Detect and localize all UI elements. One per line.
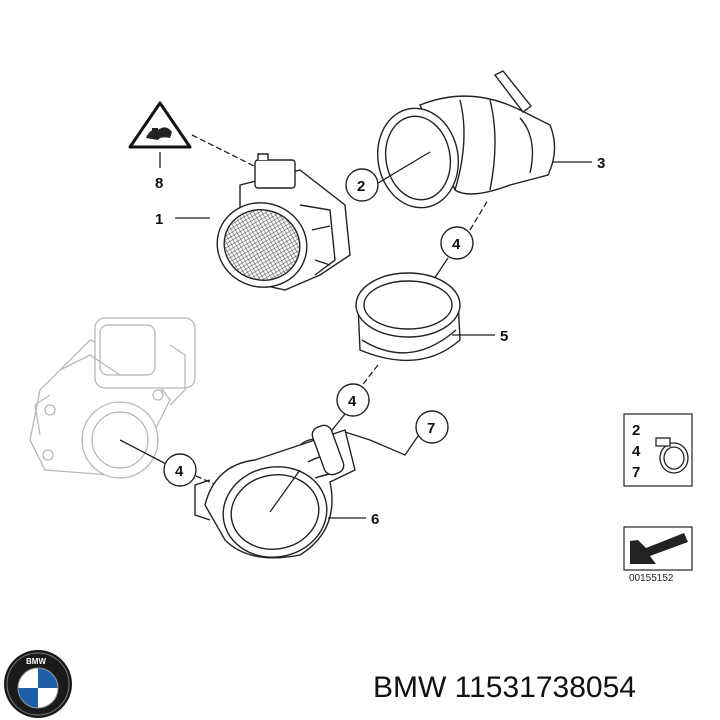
reference-number: 00155152: [629, 573, 674, 584]
clamp-legend: 2 4 7: [623, 413, 693, 487]
part-number-caption: BMW 11531738054: [373, 671, 636, 704]
logo-text: BMW: [26, 657, 46, 666]
hose-clamp-icon: [655, 437, 689, 474]
coupling-ring: [355, 272, 461, 362]
callout-2: 2: [357, 178, 365, 195]
arrow-icon: [630, 533, 688, 564]
callout-3: 3: [597, 155, 605, 172]
elbow-hose: [194, 424, 356, 559]
reference-panel: 00155152: [623, 526, 693, 584]
throttle-body: [29, 317, 196, 479]
callout-7: 7: [427, 420, 435, 437]
callout-4-middle: 4: [348, 393, 357, 410]
callout-6: 6: [371, 511, 379, 528]
callout-5: 5: [500, 328, 508, 345]
legend-item-7: 7: [632, 464, 640, 481]
callout-8: 8: [155, 175, 163, 192]
warning-triangle-icon: [128, 101, 192, 149]
legend-item-2: 2: [632, 422, 640, 439]
bmw-logo: BMW: [4, 650, 72, 718]
air-mass-meter: [216, 153, 351, 291]
legend-item-4: 4: [632, 443, 641, 460]
callout-4-upper: 4: [452, 236, 461, 253]
intake-boot: [376, 70, 556, 209]
callout-1: 1: [155, 211, 163, 228]
callout-4-lower: 4: [175, 463, 184, 480]
